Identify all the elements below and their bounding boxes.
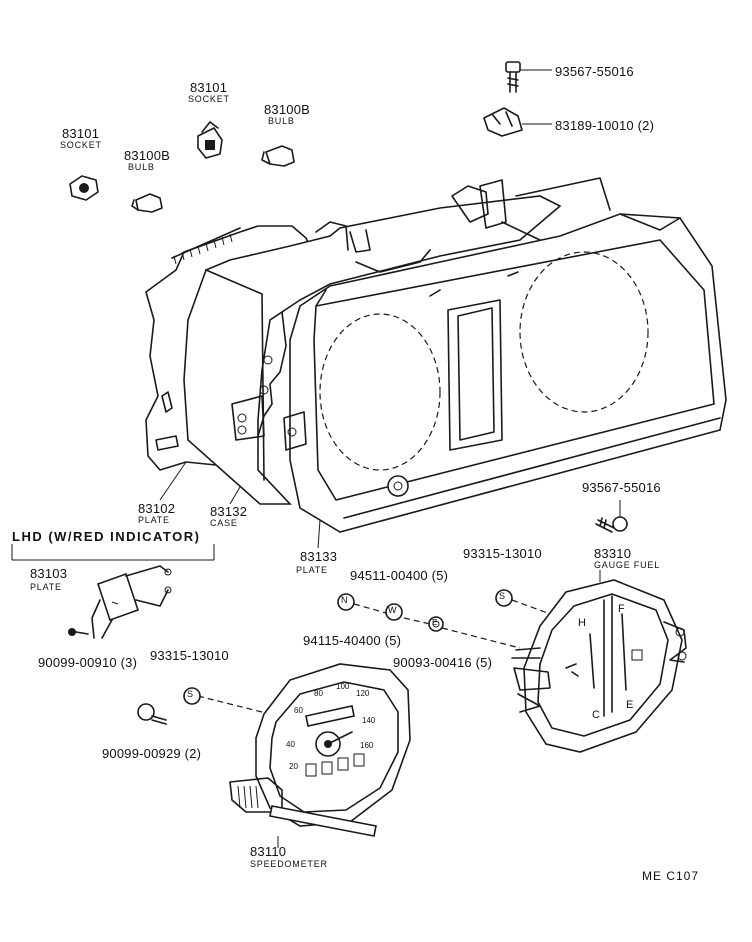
symbol-n-icon [337, 593, 355, 611]
socket-top-part-number: 83101 [190, 80, 228, 95]
diagram-reference: ME C107 [642, 869, 700, 883]
front-plate-drawing [283, 213, 727, 533]
symbol-w-icon [385, 603, 403, 621]
fuel-f-label: F [618, 603, 625, 615]
speed-tick-label: 80 [314, 689, 323, 698]
front-plate-part-name: PLATE [296, 565, 328, 575]
screw-right-part-number: 93567-55016 [582, 480, 661, 495]
lhd-inset [11, 544, 215, 639]
lhd-plate-part-number: 83103 [30, 566, 68, 581]
symbol-n-label: N [341, 595, 348, 605]
washer-e-part-number: 90093-00416 (5) [393, 655, 493, 670]
case-drawing [183, 185, 562, 505]
front-plate-part-number: 83133 [300, 549, 338, 564]
symbol-s1-icon [495, 589, 513, 607]
lhd-screw-icon [68, 628, 89, 636]
spacer-left-part-number: 93315-13010 [150, 648, 229, 663]
bulb-top-part-name: BULB [268, 116, 295, 126]
symbol-s2-icon [183, 687, 201, 705]
nut-n-part-number: 94115-40400 (5) [303, 633, 402, 648]
socket-left-part-name: SOCKET [60, 140, 102, 150]
case-part-name: CASE [210, 518, 238, 528]
case-part-number: 83132 [210, 504, 248, 519]
back-plate-drawing [145, 225, 313, 471]
bulb-left-icon [131, 193, 163, 213]
symbol-w-label: W [388, 605, 397, 615]
speedometer-drawing [229, 663, 411, 837]
speed-tick-label: 120 [356, 689, 370, 698]
socket-top-icon [197, 121, 223, 159]
speed-tick-label: 140 [362, 716, 376, 725]
bulb-top-part-number: 83100B [264, 102, 311, 117]
fastener-row [197, 599, 557, 715]
fuel-e-label: E [626, 699, 634, 711]
fuel-h-label: H [578, 617, 586, 629]
clip-icon [483, 107, 523, 137]
lhd-plate-icon [96, 572, 140, 622]
spacer-right-part-number: 93315-13010 [463, 546, 542, 561]
speed-tick-label: 20 [289, 762, 298, 771]
top-brackets [355, 177, 611, 273]
symbol-s1-label: S [499, 591, 506, 601]
washer-w-part-number: 94511-00400 (5) [350, 568, 449, 583]
screw-top-icon [505, 61, 521, 93]
plate-part-number: 83102 [138, 501, 176, 516]
screw-right-icon [595, 516, 628, 533]
speed-tick-label: 160 [360, 741, 374, 750]
speed-tick-label: 100 [336, 682, 350, 691]
lhd-header: LHD (W/RED INDICATOR) [12, 529, 201, 544]
screw-left-icon [137, 703, 167, 725]
symbol-s2-label: S [187, 689, 194, 699]
clip-part-number: 83189-10010 (2) [555, 118, 655, 133]
gauge-part-name: GAUGE FUEL [594, 560, 661, 570]
symbol-e-icon [428, 616, 444, 632]
lhd-plate-part-name: PLATE [30, 582, 62, 592]
bulb-left-part-name: BULB [128, 162, 155, 172]
speed-tick-label: 60 [294, 706, 303, 715]
socket-left-part-number: 83101 [62, 126, 100, 141]
speed-tick-label: 40 [286, 740, 295, 749]
bulb-top-icon [261, 145, 295, 167]
socket-left-icon [69, 175, 99, 201]
speedometer-part-name: SPEEDOMETER [250, 859, 328, 869]
gauge-part-number: 83310 [594, 546, 632, 561]
fuel-c-label: C [592, 709, 600, 721]
screw-top-part-number: 93567-55016 [555, 64, 634, 79]
plate-part-name: PLATE [138, 515, 170, 525]
socket-top-part-name: SOCKET [188, 94, 230, 104]
screw-left-part-number: 90099-00929 (2) [102, 746, 202, 761]
fuel-gauge-drawing [511, 579, 687, 753]
bulb-left-part-number: 83100B [124, 148, 171, 163]
lhd-screw-part-number: 90099-00910 (3) [38, 655, 138, 670]
symbol-e-label: E [432, 618, 438, 627]
speedometer-part-number: 83110 [250, 844, 287, 859]
